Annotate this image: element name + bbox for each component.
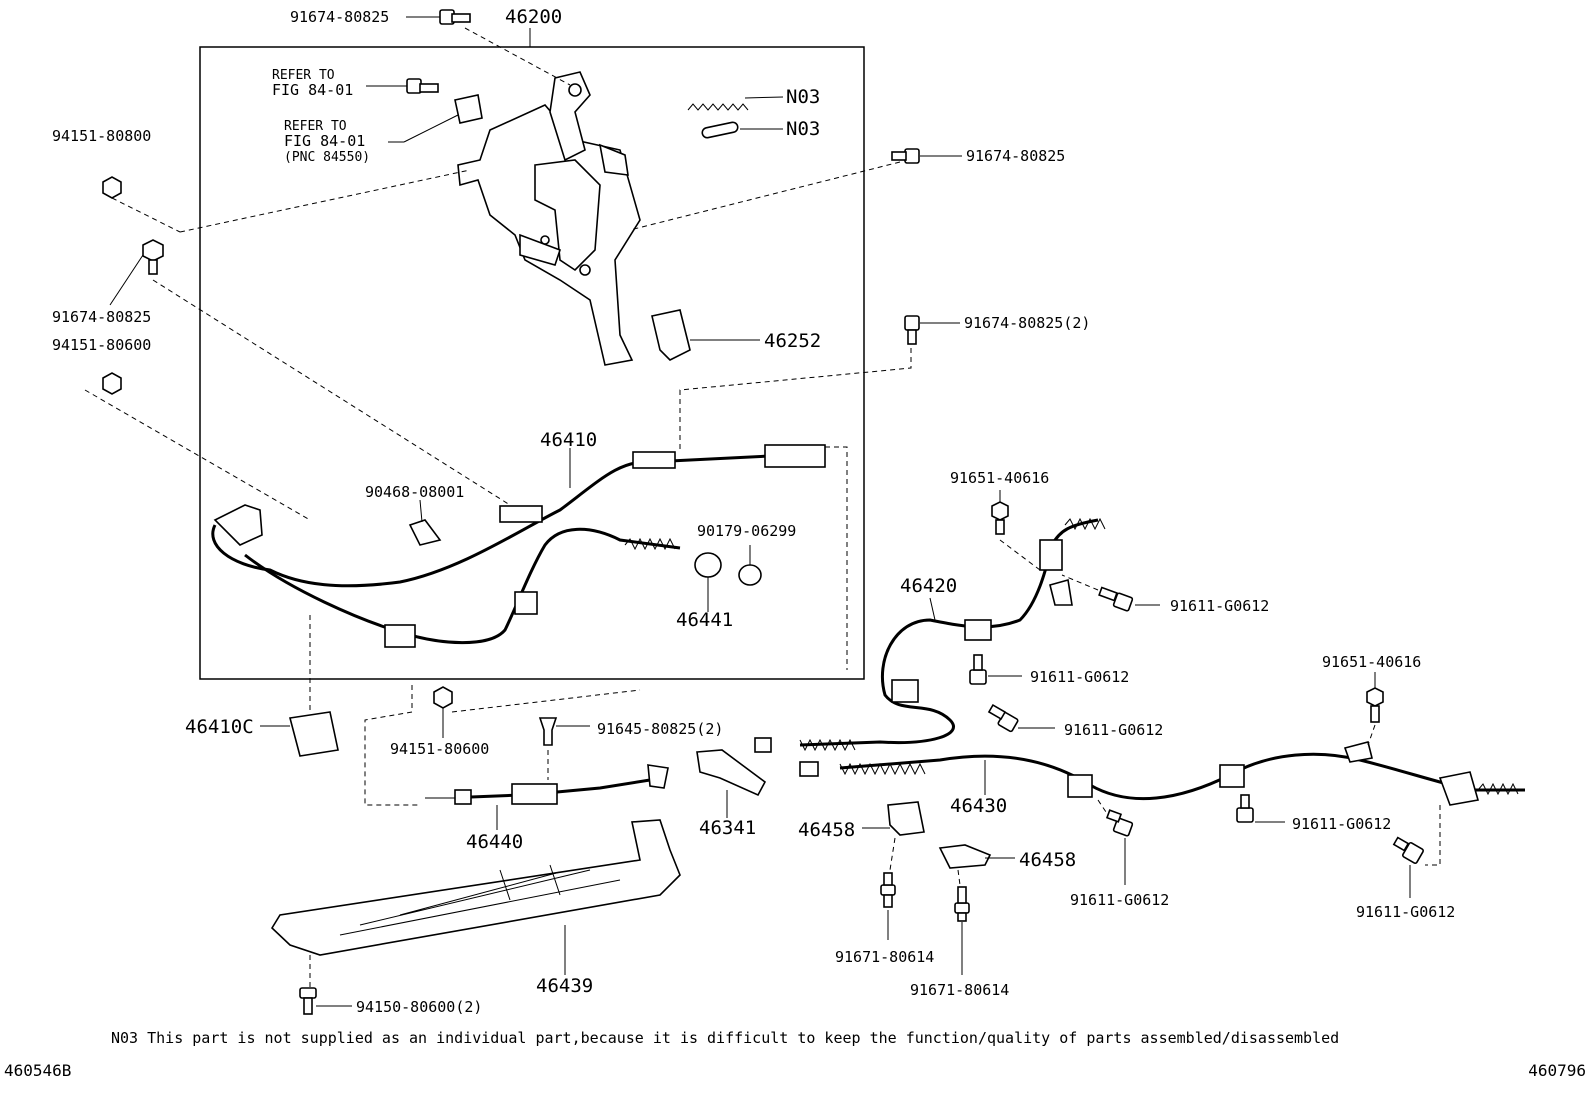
bolt-91611-d — [1236, 794, 1285, 823]
footnote: N03 This part is not supplied as an indi… — [111, 1029, 1340, 1047]
label-91611-g0612-f: 91611-G0612 — [1356, 903, 1455, 921]
bolt-91674-top — [406, 9, 571, 86]
illustration-code-left: 460546B — [4, 1061, 72, 1080]
label-46410C: 46410C — [185, 716, 254, 738]
label-91651-40616-b: 91651-40616 — [1322, 653, 1421, 671]
cable-46430 — [799, 741, 1525, 806]
pedal-pad-46252 — [651, 309, 691, 361]
label-91671-80614-a: 91671-80614 — [835, 948, 934, 966]
label-91611-g0612-a: 91611-G0612 — [1170, 597, 1269, 615]
label-refer2-line1: REFER TO — [284, 119, 347, 134]
clamp-46410C — [288, 711, 339, 757]
label-91611-g0612-c: 91611-G0612 — [1064, 721, 1163, 739]
label-refer2-line3: (PNC 84550) — [284, 150, 370, 165]
bolt-91611-a — [1061, 574, 1160, 612]
label-46440: 46440 — [466, 831, 523, 853]
label-90179-06299: 90179-06299 — [697, 522, 796, 540]
bolt-91651-a — [991, 490, 1041, 571]
label-91671-80614-b: 91671-80614 — [910, 981, 1009, 999]
pedal-assembly — [454, 71, 641, 366]
label-91651-40616-a: 91651-40616 — [950, 469, 1049, 487]
label-91611-g0612-d: 91611-G0612 — [1292, 815, 1391, 833]
bolt-91674-x2 — [679, 315, 960, 450]
label-46441: 46441 — [676, 609, 733, 631]
bracket-46341 — [696, 749, 767, 797]
bolt-refer1 — [366, 78, 439, 94]
clamp-46458-b — [938, 844, 1015, 886]
label-91611-g0612-e: 91611-G0612 — [1070, 891, 1169, 909]
assembly-frame — [199, 46, 865, 680]
label-91674-80825-left: 91674-80825 — [52, 308, 151, 326]
bolt-91674-right — [629, 148, 962, 231]
label-90468-08001: 90468-08001 — [365, 483, 464, 501]
label-91674-80825-right: 91674-80825 — [966, 147, 1065, 165]
cable-46440 — [425, 717, 669, 830]
nut-94151-80800 — [102, 169, 471, 233]
bolt-91674-left — [109, 239, 511, 506]
label-91611-g0612-b: 91611-G0612 — [1030, 668, 1129, 686]
label-46200: 46200 — [505, 6, 562, 28]
nut-94151-80600-left — [84, 372, 311, 521]
label-91645-80825-x2: 91645-80825(2) — [597, 720, 723, 738]
front-cable-46410 — [211, 444, 826, 648]
illustration-code-right: 460796 — [1528, 1061, 1586, 1080]
label-94150-80600-x2: 94150-80600(2) — [356, 998, 482, 1016]
bolt-91651-b — [1366, 672, 1384, 746]
label-91674-80825-top: 91674-80825 — [290, 8, 389, 26]
label-refer2-line2: FIG 84-01 — [284, 132, 365, 150]
label-94151-80600-left: 94151-80600 — [52, 336, 151, 354]
cable-46420 — [754, 517, 1106, 753]
pin-n03 — [701, 121, 783, 139]
label-n03-pin: N03 — [786, 118, 820, 140]
cover-46439 — [270, 819, 681, 990]
bolt-94150-80600 — [299, 987, 352, 1015]
label-refer1-line1: REFER TO — [272, 68, 335, 83]
label-46420: 46420 — [900, 575, 957, 597]
label-46458-a: 46458 — [798, 819, 855, 841]
label-46341: 46341 — [699, 817, 756, 839]
label-n03-spring: N03 — [786, 86, 820, 108]
label-46458-b: 46458 — [1019, 849, 1076, 871]
bolt-91611-e — [1097, 799, 1134, 885]
bolt-91611-f — [1392, 805, 1441, 898]
spring-n03 — [687, 96, 784, 111]
bolt-91671-a — [880, 872, 896, 940]
label-46252: 46252 — [764, 330, 821, 352]
label-46430: 46430 — [950, 795, 1007, 817]
label-refer1-line2: FIG 84-01 — [272, 81, 353, 99]
label-91674-80825-x2: 91674-80825(2) — [964, 314, 1090, 332]
clamp-46458-a — [862, 801, 925, 871]
label-46439: 46439 — [536, 975, 593, 997]
bolt-91611-c — [987, 703, 1055, 733]
bolt-91671-b — [954, 886, 970, 975]
label-94151-80600-mid: 94151-80600 — [390, 740, 489, 758]
label-94151-80800: 94151-80800 — [52, 127, 151, 145]
bolt-91611-b — [969, 654, 1022, 685]
label-46410: 46410 — [540, 429, 597, 451]
